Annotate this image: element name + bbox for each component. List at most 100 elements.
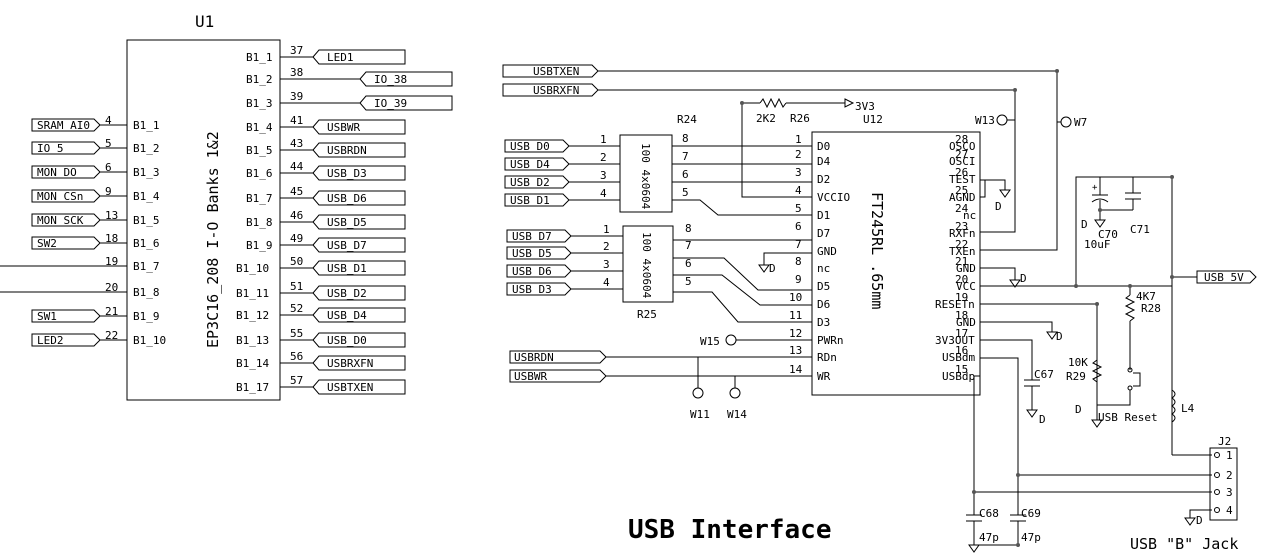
u1-pin-name: B1_2	[133, 142, 160, 155]
net-port	[312, 190, 406, 206]
usbrxfn-label: USBRXFN	[533, 84, 579, 97]
u12-pin-name: TEST	[949, 173, 976, 186]
pack-pin-in: 2	[600, 151, 607, 164]
u1-pin-name: B1_10	[236, 262, 269, 275]
u1-pin-number: 39	[290, 90, 303, 103]
net-label: USB_D1	[510, 194, 550, 207]
u12-pin-number: 21	[955, 255, 968, 268]
usb-reset-label: USB Reset	[1098, 411, 1158, 424]
u1-left-pins: B1_14SRAM_AI0B1_25IO_5B1_36MON_DOB1_49MO…	[0, 114, 166, 347]
gnd-label: D	[1039, 413, 1046, 426]
net-label: USB_D6	[512, 265, 552, 278]
u1-pin-number: 4	[105, 114, 112, 127]
usbrxfn-port	[502, 83, 599, 97]
u12-pin-number: 17	[955, 327, 968, 340]
u12-block: U12 FT245RL .65mm D01D42D23VCCIO4D15D76G…	[789, 113, 981, 396]
pack-pin-in: 4	[603, 276, 610, 289]
net-label: LED1	[327, 51, 354, 64]
u12-pin-name: RDn	[817, 351, 837, 364]
u1-pin-number: 50	[290, 255, 303, 268]
gnd-label: D	[769, 262, 776, 275]
u12-body	[811, 131, 981, 396]
u12-pin-name: GND	[817, 245, 837, 258]
net-label: LED2	[37, 334, 64, 347]
u12-pin-number: 5	[795, 202, 802, 215]
u1-pin-number: 21	[105, 305, 118, 318]
l4-ref: L4	[1181, 402, 1195, 415]
w15-label: W15	[700, 335, 720, 348]
net-label: USBTXEN	[327, 381, 373, 394]
pack-pin-in: 3	[603, 258, 610, 271]
u1-pin-name: B1_11	[236, 287, 269, 300]
u1-pin-number: 45	[290, 185, 303, 198]
net-label: USB_D2	[327, 287, 367, 300]
pack-pin-out: 8	[685, 222, 692, 235]
u12-pin-number: 4	[795, 184, 802, 197]
net-port	[506, 282, 572, 296]
gnd-label: D	[1056, 330, 1063, 343]
u1-pin-name: B1_5	[246, 144, 273, 157]
usbwr-port	[509, 369, 607, 383]
u12-pin-name: 3V3OUT	[935, 334, 975, 347]
u12-pin-name: nc	[963, 209, 976, 222]
u1-pin-number: 55	[290, 327, 303, 340]
r25-block: R25 100 4x0604 USB_D71USB_D52USB_D63USB_…	[506, 222, 692, 321]
u12-pin-number: 9	[795, 273, 802, 286]
u12-pin-name: nc	[817, 262, 830, 275]
net-port	[504, 157, 570, 171]
j2-pin-number: 3	[1226, 486, 1233, 499]
u12-pin-number: 1	[795, 133, 802, 146]
net-port	[312, 165, 406, 181]
u1-pin-name: B1_8	[133, 286, 160, 299]
u1-pin-name: B1_2	[246, 73, 273, 86]
u12-pin-name: D0	[817, 140, 830, 153]
u12-pin-name: WR	[817, 370, 831, 383]
u1-pin-number: 44	[290, 160, 304, 173]
u1-pin-number: 5	[105, 137, 112, 150]
net-label: IO_38	[374, 73, 407, 86]
net-label: USBWR	[327, 121, 360, 134]
u1-pin-name: B1_9	[133, 310, 160, 323]
u12-pin-name: D4	[817, 155, 831, 168]
u12-pin-number: 18	[955, 309, 968, 322]
r25-ref: R25	[637, 308, 657, 321]
u1-pin-number: 52	[290, 302, 303, 315]
gnd-label: D	[995, 200, 1002, 213]
net-port	[506, 264, 572, 278]
net-label: USB_D7	[512, 230, 552, 243]
u1-pin-name: B1_8	[246, 216, 273, 229]
j2-ref: J2	[1218, 435, 1231, 448]
net-label: MON_SCK	[37, 214, 84, 227]
u12-pin-name: USBdm	[942, 351, 975, 364]
r24-block: R24 100 4x0604 USB_D01USB_D42USB_D23USB_…	[504, 113, 697, 213]
u12-pin-number: 26	[955, 166, 968, 179]
net-port	[31, 141, 101, 155]
r26-ref: R26	[790, 112, 810, 125]
net-label: MON_DO	[37, 166, 77, 179]
c68-value: 47p	[979, 531, 999, 544]
gnd-label: D	[1081, 218, 1088, 231]
pack-pin-out: 7	[685, 239, 692, 252]
net-port	[312, 237, 406, 253]
data-wiring: D 3V3 2K2 R26	[672, 97, 875, 323]
page-title: USB Interface	[628, 515, 832, 545]
j2-pin-contact	[1214, 507, 1220, 513]
u1-pin-number: 56	[290, 350, 303, 363]
j2-pin-contact	[1214, 472, 1220, 478]
u12-pin-name: RXFn	[949, 227, 976, 240]
u12-pin-name: OSCI	[949, 155, 976, 168]
u12-pin-number: 7	[795, 238, 802, 251]
net-port	[312, 307, 406, 323]
u1-pin-number: 6	[105, 161, 112, 174]
u1-pin-name: B1_1	[133, 119, 160, 132]
usbrdn-port	[509, 350, 607, 364]
net-port	[504, 193, 570, 207]
u1-pin-number: 57	[290, 374, 303, 387]
u12-pin-number: 19	[955, 291, 968, 304]
net-port	[312, 214, 406, 230]
c67-ref: C67	[1034, 368, 1054, 381]
net-label: IO_39	[374, 97, 407, 110]
net-label: USB_D2	[510, 176, 550, 189]
j2-pin-contact	[1214, 489, 1220, 495]
u1-pin-number: 22	[105, 329, 118, 342]
